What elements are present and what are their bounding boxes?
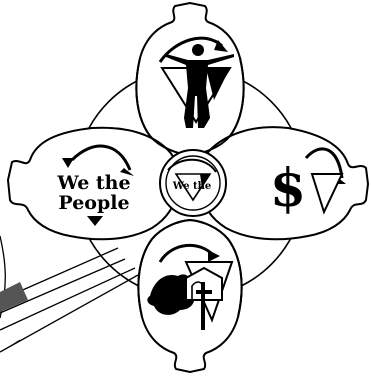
dollar-symbol: $ [270, 158, 306, 219]
people-label: People [58, 192, 129, 214]
background-road-lines [0, 236, 138, 352]
we-the-label: We the [56, 172, 130, 194]
center-monogram-text: We the [172, 181, 212, 192]
